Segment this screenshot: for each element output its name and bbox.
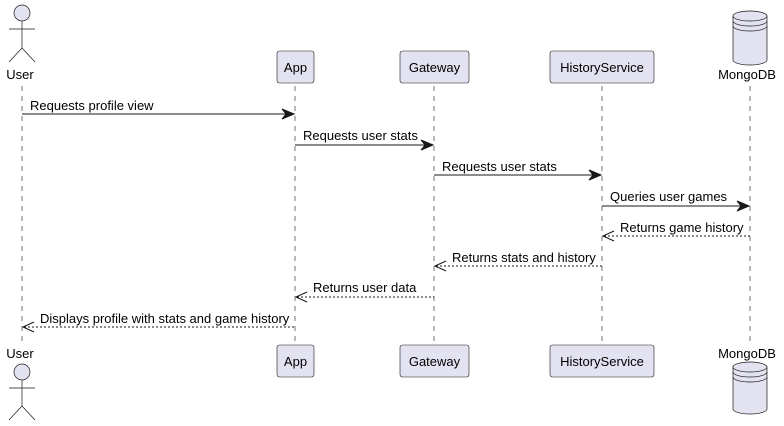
message-1: Requests profile view [22, 98, 296, 120]
arrowhead [281, 108, 296, 120]
database-mongodb-label-top: MongoDB [718, 67, 776, 82]
message-2: Requests user stats [295, 128, 435, 151]
database-mongodb-top: MongoDB [718, 10, 776, 82]
actor-user-top: User [6, 4, 36, 82]
database-icon [732, 361, 768, 415]
message-4: Queries user games [602, 189, 751, 212]
actor-user-label-bottom: User [6, 346, 34, 361]
message-4-label: Queries user games [610, 189, 728, 204]
arrowhead [588, 169, 603, 181]
participant-gateway-label-top: Gateway [409, 60, 461, 75]
message-1-label: Requests profile view [30, 98, 154, 113]
participant-history-service-label-bottom: HistoryService [560, 354, 644, 369]
message-6-label: Returns stats and history [452, 250, 596, 265]
actor-user-label-top: User [6, 67, 34, 82]
database-mongodb-bottom: MongoDB [718, 346, 776, 415]
message-7-label: Returns user data [313, 280, 417, 295]
message-8: Displays profile with stats and game his… [21, 311, 295, 333]
messages: Requests profile view Requests user stat… [21, 98, 751, 333]
open-arrowhead [21, 321, 35, 333]
message-2-label: Requests user stats [303, 128, 418, 143]
arrowhead [420, 139, 435, 151]
message-5-label: Returns game history [620, 220, 744, 235]
database-icon [732, 10, 768, 66]
open-arrowhead [294, 291, 308, 303]
participant-history-service-top: HistoryService [549, 50, 655, 84]
participant-app-label-top: App [284, 60, 307, 75]
participant-gateway-top: Gateway [399, 50, 470, 84]
database-mongodb-label-bottom: MongoDB [718, 346, 776, 361]
participant-app-label-bottom: App [284, 354, 307, 369]
user-actor-icon [8, 4, 36, 63]
actor-user-bottom: User [6, 346, 36, 421]
participant-gateway-bottom: Gateway [399, 344, 470, 378]
participant-app-top: App [276, 50, 315, 84]
message-6: Returns stats and history [433, 250, 602, 272]
message-8-label: Displays profile with stats and game his… [40, 311, 290, 326]
user-actor-icon [8, 363, 36, 421]
participant-history-service-label-top: HistoryService [560, 60, 644, 75]
message-5: Returns game history [601, 220, 750, 242]
participant-gateway-label-bottom: Gateway [409, 354, 461, 369]
message-7: Returns user data [294, 280, 434, 303]
participant-app-bottom: App [276, 344, 315, 378]
open-arrowhead [433, 260, 447, 272]
open-arrowhead [601, 230, 615, 242]
message-3-label: Requests user stats [442, 159, 557, 174]
participant-history-service-bottom: HistoryService [549, 344, 655, 378]
lifelines [21, 86, 751, 346]
message-3: Requests user stats [434, 159, 603, 181]
arrowhead [736, 200, 751, 212]
